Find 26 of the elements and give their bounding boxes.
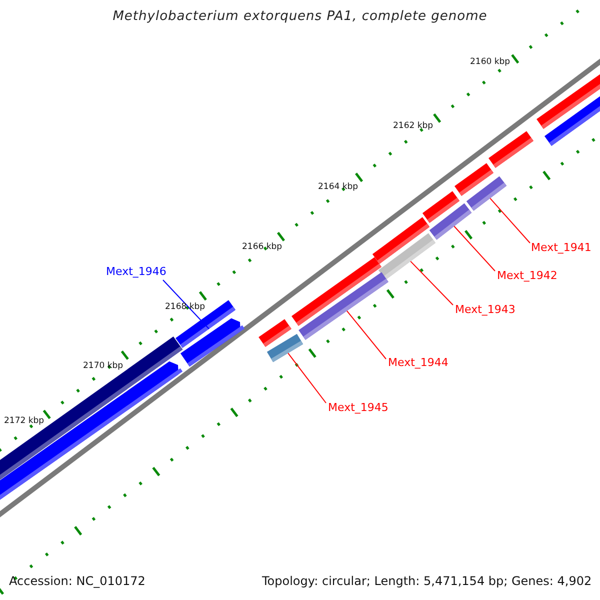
leader-line [454,226,496,272]
leader-line [490,198,530,244]
scale-label: 2160 kbp [470,57,510,67]
leader-line [288,352,326,404]
gene-label: Mext_1942 [497,269,558,282]
leader-line [410,260,454,306]
scale-label: 2164 kbp [318,182,358,192]
scale-label: 2168 kbp [165,302,206,312]
gene-bar [429,203,472,240]
diagram-title: Methylobacterium extorquens PA1, complete genome [112,9,488,24]
gene-bar [466,176,507,211]
scale-label: 2172 kbp [4,416,44,426]
scale-label: 2166 kbp [242,242,282,252]
footer-text: Topology: circular; Length: 5,471,154 bp; Genes: 4,902 [262,574,592,588]
gene-bar [266,333,304,363]
leader-line [346,310,386,360]
scale-label: 2162 kbp [393,121,434,131]
footer-text: Accession: NC_010172 [9,574,146,588]
gene-label: Mext_1941 [531,241,592,254]
gene-label: Mext_1944 [388,356,448,369]
gene-bar [378,233,436,280]
gene-label: Mext_1943 [455,303,516,316]
gene-label: Mext_1945 [328,401,388,414]
gene-label: Mext_1946 [106,265,166,278]
scale-label: 2170 kbp [83,361,124,371]
gene-bar [298,272,389,340]
